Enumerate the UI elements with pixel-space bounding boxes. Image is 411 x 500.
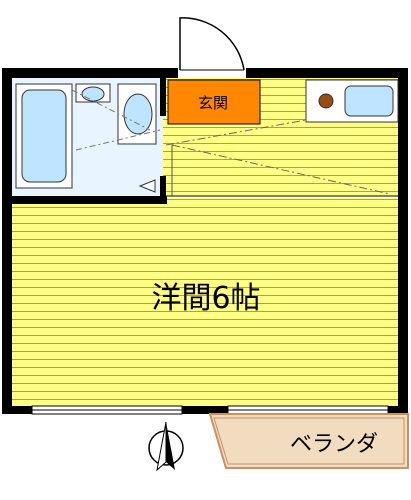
walls [2, 68, 408, 414]
sink-icon [344, 85, 394, 117]
balcony [208, 413, 409, 469]
toilet-icon [75, 83, 111, 103]
balcony-label: ベランダ [290, 432, 378, 457]
entrance [167, 79, 261, 125]
door-swing-icon [179, 17, 245, 71]
entrance-label: 玄関 [198, 94, 228, 112]
bathtub-icon [15, 83, 73, 189]
main-room-label: 洋間6帖 [151, 281, 260, 316]
sink-icon [117, 83, 157, 145]
main-room-floor [10, 198, 403, 406]
north-arrow-icon [148, 421, 184, 472]
stove-icon [318, 93, 334, 109]
